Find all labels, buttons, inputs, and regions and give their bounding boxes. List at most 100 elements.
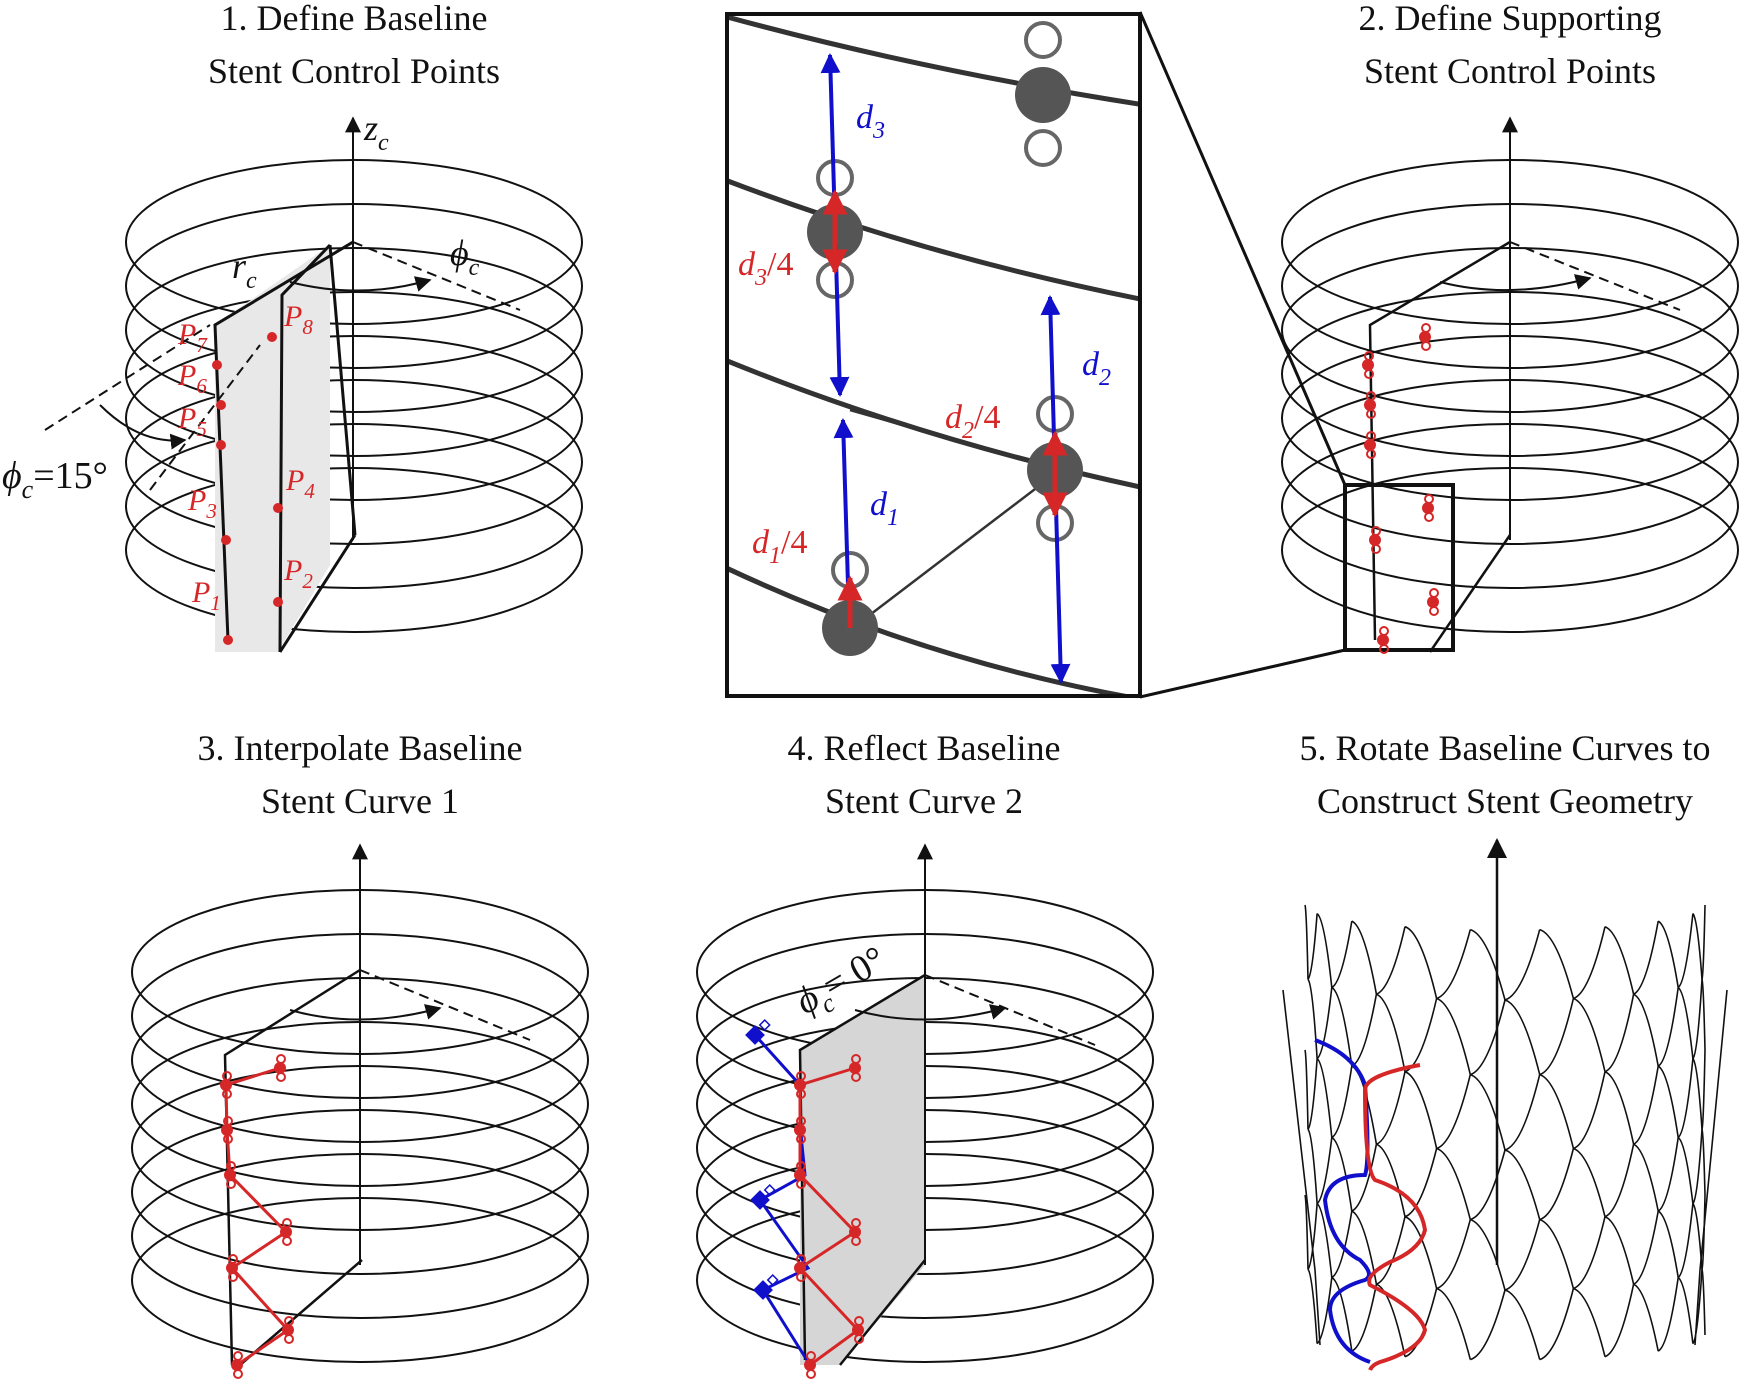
panel-4-red-c1-support-1 [806, 1351, 816, 1361]
panel-3-curve-points [220, 1054, 294, 1379]
panel-3-c4-support-2 [282, 1236, 292, 1246]
panel-4-red-c7-support-2 [796, 1089, 806, 1099]
stent-strut [1469, 1149, 1506, 1221]
panel-4-red-c2-support-2 [854, 1334, 864, 1344]
label-p1: P1 [191, 576, 221, 615]
panel-3-c8-support-1 [276, 1054, 286, 1064]
panel-4-red-c8-support-2 [851, 1072, 861, 1082]
stent-strut [1573, 926, 1606, 1000]
stent-strut [1539, 1218, 1575, 1289]
panel-1-profile-line-2 [278, 243, 332, 653]
panel-4-title-line1: 4. Reflect Baseline [788, 728, 1061, 768]
zoom-label-d3q: d3/4 [738, 246, 793, 291]
stent-strut [1701, 904, 1706, 980]
panel-4-red-c3-point [794, 1262, 806, 1274]
stent-strut [1633, 1210, 1659, 1285]
stent-strut [1436, 1219, 1472, 1290]
panel-3-c3-support-2 [228, 1272, 238, 1282]
panel-3-title-line2: Stent Curve 1 [261, 781, 459, 821]
stent-strut [1692, 1129, 1703, 1205]
panel-4-phi-dashed-line [924, 974, 1096, 1046]
panel-4-blue-support-1 [766, 1273, 779, 1287]
panel-4-red-c5-support-2 [796, 1179, 806, 1189]
stent-strut [1304, 1194, 1309, 1270]
stent-strut [1677, 1136, 1694, 1204]
panel-3-c4-support-1 [282, 1218, 292, 1228]
stent-strut [1604, 1284, 1635, 1358]
stent-strut [1701, 1129, 1706, 1196]
stent-strut [1677, 986, 1694, 1059]
panel-4-red-c3-support-1 [796, 1254, 806, 1264]
panel-4-red-c8-point [849, 1062, 861, 1074]
stent-strut [1331, 920, 1353, 989]
label-phi-15: ϕc=15° [2, 455, 108, 504]
panel-5-title-line1: 5. Rotate Baseline Curves to [1300, 728, 1711, 768]
stent-left-edge [1282, 989, 1321, 1346]
panel-1-phi15-dashed-line-2 [149, 344, 261, 491]
stent-strut [1692, 979, 1703, 1060]
panel-4-red-c4-point [849, 1226, 861, 1238]
panel-2-phi-arc-arrow [1439, 274, 1592, 292]
label-r-c: rc [232, 246, 257, 294]
stent-strut [1504, 999, 1541, 1075]
panel-3-c5-point [224, 1169, 236, 1181]
panel-2-p8-point [1419, 331, 1431, 343]
panel-1-control-points [212, 332, 283, 645]
stent-strut [1604, 1144, 1635, 1218]
point-p5 [216, 440, 226, 450]
stent-strut [1701, 1049, 1706, 1130]
stent-strut [1469, 1073, 1506, 1151]
panel-2-p8-support-1 [1421, 323, 1431, 333]
zoom-content [727, 14, 1140, 696]
panel-2-p7-point [1362, 359, 1374, 371]
stent-strut [1404, 925, 1438, 999]
point-p2 [273, 597, 283, 607]
panel-4-red-c2-point [852, 1324, 864, 1336]
panel-2-title-line2: Stent Control Points [1364, 51, 1656, 91]
stent-strut [1701, 979, 1706, 1051]
panel-5-blue-curve [1314, 1038, 1371, 1364]
panel-2-p4-support-1 [1424, 494, 1434, 504]
stent-strut [1604, 925, 1635, 995]
panel-2-p3-support-1 [1371, 526, 1381, 536]
panel-3-phi-dashed-line [359, 969, 531, 1041]
panel-4-blue-support-2 [763, 1183, 776, 1197]
panel-5-stent-geometry [1282, 838, 1728, 1371]
panel-2-p1-point [1377, 634, 1389, 646]
panel-4-title: 4. Reflect Baseline Stent Curve 2 [788, 728, 1061, 821]
panel-2-p6-support-1 [1366, 391, 1376, 401]
label-phi-c: ϕc [450, 233, 480, 281]
panel-4-profile-line-2 [839, 1259, 926, 1366]
panel-5-red-curve [1362, 1063, 1428, 1371]
panel-3-c5-support-2 [226, 1179, 236, 1189]
stent-strut [1504, 1074, 1541, 1151]
stent-strut [1573, 1287, 1606, 1357]
panel-4-red-c4-support-1 [851, 1218, 861, 1228]
stent-strut [1677, 1276, 1694, 1344]
panel-3-c7-support-2 [222, 1089, 232, 1099]
panel-3-title: 3. Interpolate Baseline Stent Curve 1 [198, 728, 523, 821]
panel-3-phi-arc-arrow [289, 1004, 442, 1021]
stent-strut [1573, 1216, 1606, 1290]
stent-strut [1351, 920, 1378, 995]
panel-2-p2-support-1 [1429, 588, 1439, 598]
stent-strut [1376, 1143, 1406, 1217]
stent-strut [1677, 1058, 1694, 1139]
panel-1-cylinder: P1 P2 P3 P4 P5 P6 P7 P8 zc rc ϕc ϕc=15° [2, 108, 583, 653]
zoom-label-d1: d1 [870, 486, 899, 531]
point-p7 [212, 360, 222, 370]
panel-4-red-c8-support-1 [851, 1054, 861, 1064]
label-p7: P7 [177, 318, 208, 357]
panel-2-cylinder [1281, 116, 1739, 654]
label-p6: P6 [177, 359, 207, 398]
label-p2: P2 [283, 554, 313, 593]
point-p8 [267, 332, 277, 342]
panel-3-c2-support-2 [284, 1334, 294, 1344]
panel-3-c8-point [274, 1062, 286, 1074]
panel-2-p2-support-2 [1429, 606, 1439, 616]
zoom-label-d2: d2 [1082, 346, 1111, 391]
panel-4-red-c6-point [794, 1124, 806, 1136]
stent-strut [1504, 929, 1541, 1001]
zoom-arrow-d1 [833, 418, 854, 586]
